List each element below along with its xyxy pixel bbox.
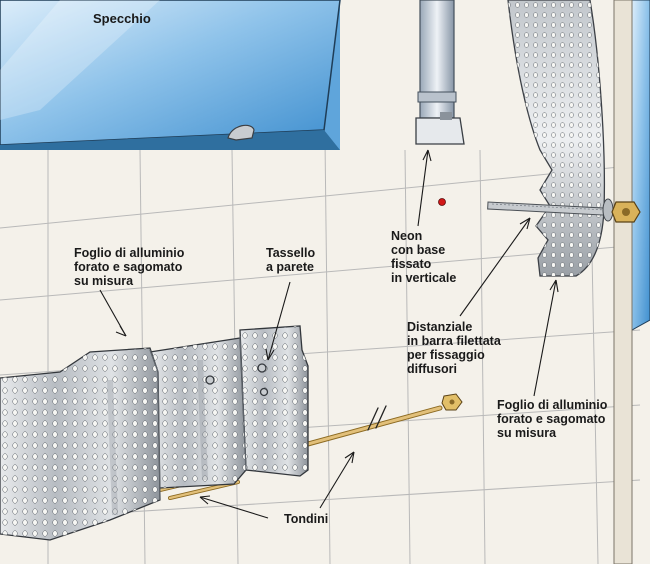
- neon-label: Neon con base fissato in verticale: [391, 229, 457, 285]
- spacer-label: Distanziale in barra filettata per fissa…: [407, 320, 501, 376]
- neon-tube: [415, 0, 465, 145]
- mirror: [0, 0, 341, 150]
- leader-lines: [99, 149, 559, 519]
- mirror-clip: [227, 124, 255, 141]
- right-mirror-strip: [613, 0, 650, 564]
- loose-nut: [441, 393, 463, 411]
- foil-right-label: Foglio di alluminio forato e sagomato su…: [497, 398, 608, 440]
- foil-left-label: Foglio di alluminio forato e sagomato su…: [74, 246, 185, 288]
- mirror-label: Specchio: [93, 11, 151, 26]
- wall-screw: [438, 198, 446, 206]
- threaded-rod: [487, 198, 641, 223]
- rods-label: Tondini: [284, 512, 329, 526]
- right-diffuser: [507, 0, 606, 277]
- left-diffuser: [0, 325, 309, 541]
- wall-anchor-label: Tassello a parete: [266, 246, 316, 274]
